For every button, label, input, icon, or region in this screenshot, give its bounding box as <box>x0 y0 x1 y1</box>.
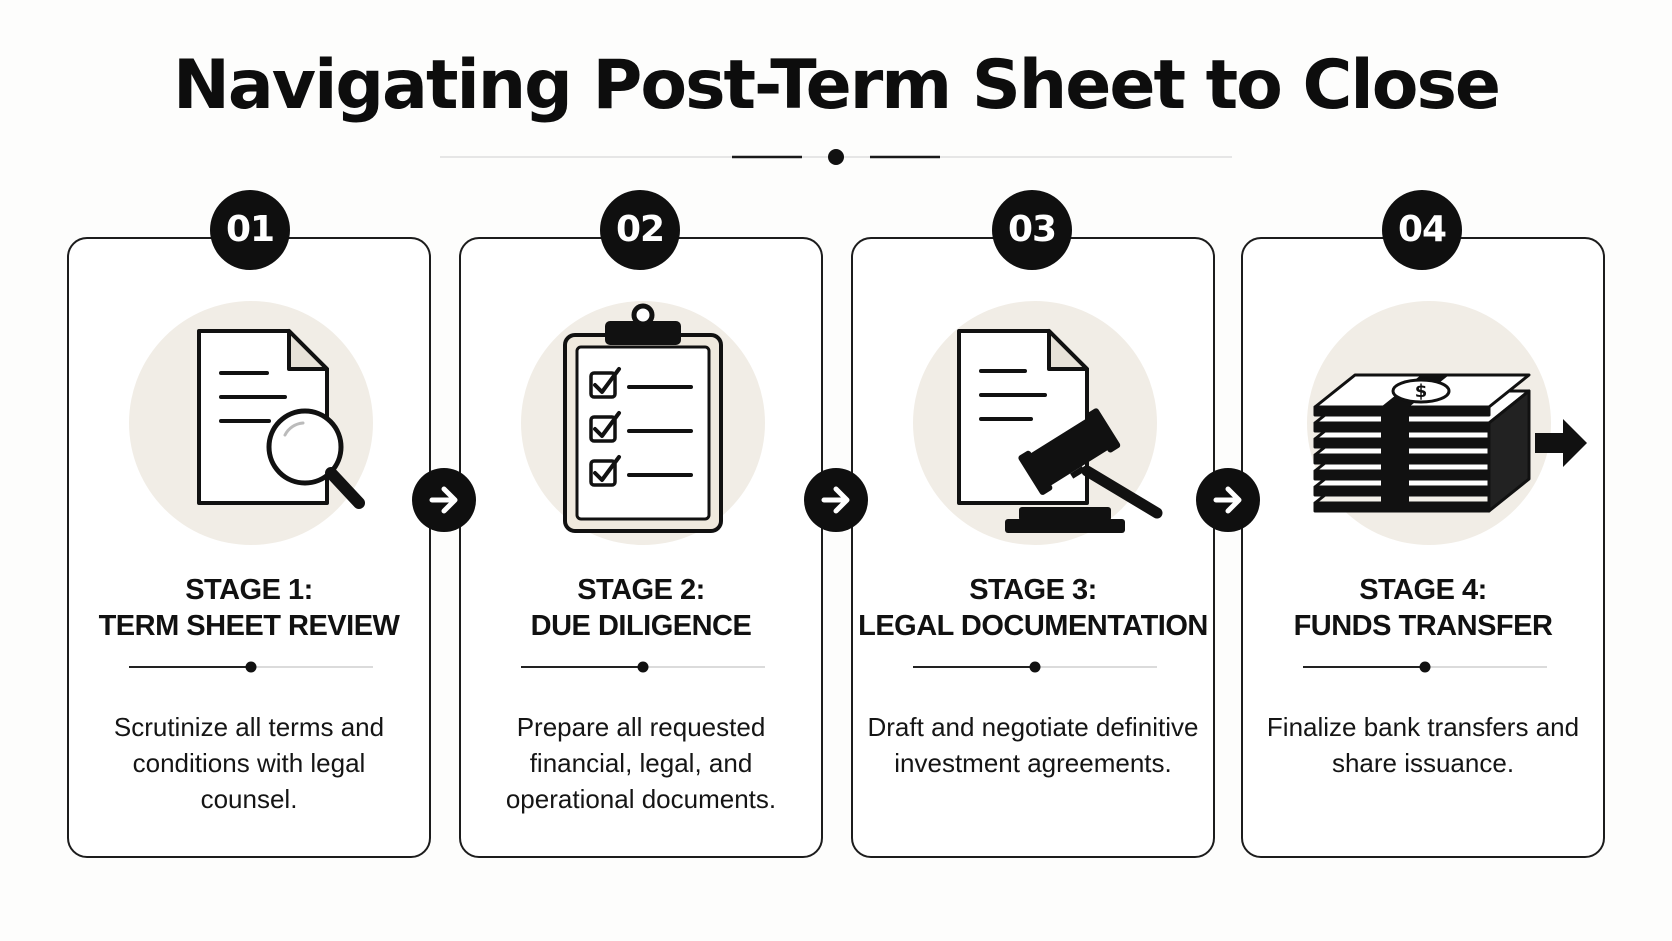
card-divider <box>913 661 1157 673</box>
stage-description: Scrutinize all terms and conditions with… <box>113 712 385 814</box>
stage-description: Finalize bank transfers and share issuan… <box>1266 712 1580 778</box>
stage-name: FUNDS TRANSFER <box>1293 610 1553 642</box>
stage-card-2: STAGE 2: DUE DILIGENCE Prepare all reque… <box>459 237 823 858</box>
document-gavel-icon <box>873 295 1197 555</box>
clipboard-checklist-icon <box>481 295 805 555</box>
stage-number-badge: 02 <box>600 190 680 270</box>
document-magnifier-icon <box>89 295 413 555</box>
arrow-right-icon <box>412 468 476 532</box>
stage-description: Draft and negotiate definitive investmen… <box>867 712 1199 778</box>
stage-card-4: $ STAGE 4: FUNDS TRANSFER Finalize bank … <box>1241 237 1605 858</box>
stage-name: LEGAL DOCUMENTATION <box>858 610 1208 642</box>
money-stack-icon: $ <box>1263 295 1587 555</box>
stage-description: Prepare all requested financial, legal, … <box>505 712 777 814</box>
title-divider <box>440 149 1232 165</box>
stage-number-badge: 03 <box>992 190 1072 270</box>
stage-label: STAGE 1: <box>185 574 313 606</box>
stage-name: TERM SHEET REVIEW <box>98 610 400 642</box>
svg-text:$: $ <box>1415 381 1428 402</box>
card-divider <box>129 661 373 673</box>
stage-card-3: STAGE 3: LEGAL DOCUMENTATION Draft and n… <box>851 237 1215 858</box>
stage-title: STAGE 1: TERM SHEET REVIEW <box>73 572 425 644</box>
stage-number-badge: 01 <box>210 190 290 270</box>
stage-name: DUE DILIGENCE <box>530 610 752 642</box>
stage-label: STAGE 3: <box>969 574 1097 606</box>
stage-label: STAGE 4: <box>1359 574 1487 606</box>
stage-card-1: STAGE 1: TERM SHEET REVIEW Scrutinize al… <box>67 237 431 858</box>
stage-title: STAGE 2: DUE DILIGENCE <box>465 572 817 644</box>
card-divider <box>521 661 765 673</box>
stage-label: STAGE 2: <box>577 574 705 606</box>
stage-number-badge: 04 <box>1382 190 1462 270</box>
card-divider <box>1303 661 1547 673</box>
arrow-right-icon <box>804 468 868 532</box>
arrow-right-icon <box>1196 468 1260 532</box>
stage-title: STAGE 3: LEGAL DOCUMENTATION <box>857 572 1209 644</box>
page-title: Navigating Post-Term Sheet to Close <box>172 46 1501 125</box>
stage-title: STAGE 4: FUNDS TRANSFER <box>1247 572 1599 644</box>
